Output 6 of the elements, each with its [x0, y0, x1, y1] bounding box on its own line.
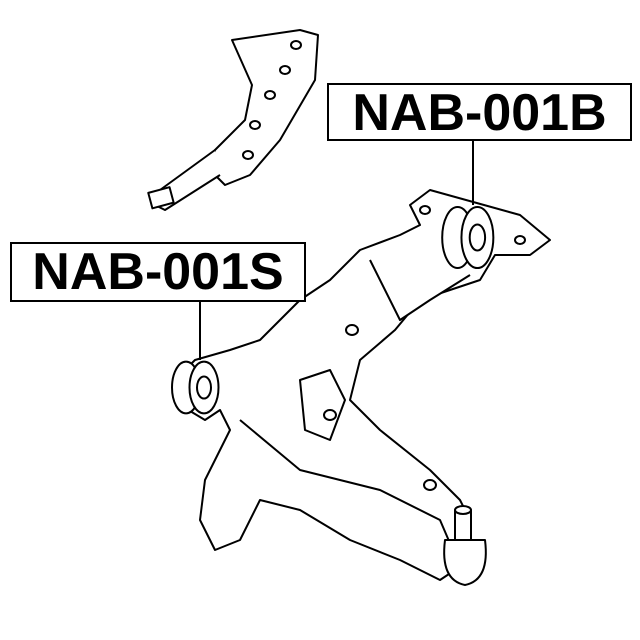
bushing: [440, 205, 495, 270]
bushing: [170, 360, 220, 415]
leader-line: [199, 302, 201, 360]
part-number-label: NAB-001S: [10, 242, 306, 302]
part-number-label: NAB-001B: [327, 83, 632, 141]
leader-line: [472, 141, 474, 205]
